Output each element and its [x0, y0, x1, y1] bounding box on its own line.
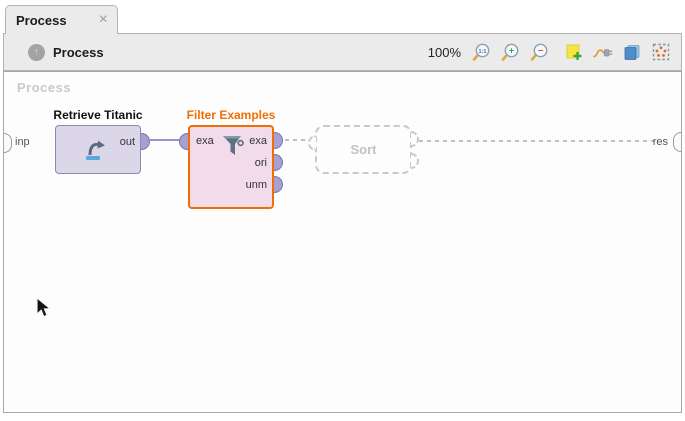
filter-funnel-icon — [219, 131, 247, 164]
canvas-result-port[interactable] — [673, 132, 681, 152]
process-canvas[interactable]: Process inp Retrieve Titanic out Filter … — [3, 71, 682, 413]
svg-text:+: + — [509, 46, 514, 56]
toolbar-actions: 100% 1:1 + − — [428, 42, 671, 62]
navigate-up-icon[interactable]: ↑ — [28, 43, 45, 61]
operator-retrieve-titanic[interactable]: out — [55, 125, 150, 174]
filter-in-port-label: exa — [196, 135, 214, 147]
ghost-sort-out-port-1 — [411, 131, 419, 147]
connection-sort-to-result — [419, 140, 655, 142]
svg-text:−: − — [538, 45, 543, 55]
auto-fit-icon[interactable] — [651, 42, 671, 62]
operator-filter-examples[interactable]: exa exa ori unm — [179, 125, 283, 209]
ghost-operator-sort[interactable]: Sort — [308, 125, 419, 174]
retrieve-icon — [81, 134, 111, 169]
filter-out-port-label-ori: ori — [254, 157, 267, 169]
filter-out-port-exa[interactable] — [274, 132, 283, 149]
operator-title-retrieve-titanic: Retrieve Titanic — [53, 108, 143, 122]
connection-retrieve-to-filter[interactable] — [147, 139, 188, 141]
svg-text:1:1: 1:1 — [479, 49, 487, 55]
filter-out-port-label-unm: unm — [245, 179, 267, 191]
process-toolbar: ↑ Process 100% 1:1 + − — [3, 33, 682, 71]
connection-filter-to-sort — [285, 139, 309, 141]
retrieve-out-port[interactable] — [141, 133, 150, 150]
layers-icon[interactable] — [622, 42, 642, 62]
retrieve-out-port-label: out — [119, 136, 135, 148]
filter-out-port-ori[interactable] — [274, 154, 283, 171]
breadcrumb: ↑ Process — [28, 43, 104, 61]
canvas-result-port-label: res — [652, 136, 668, 148]
zoom-actual-icon[interactable]: 1:1 — [472, 42, 492, 62]
zoom-level-value: 100% — [427, 44, 461, 60]
toolbar-process-label: Process — [53, 44, 104, 60]
canvas-input-port-label: inp — [15, 136, 30, 148]
ghost-sort-title: Sort — [350, 142, 377, 157]
ghost-sort-out-port-2 — [411, 153, 419, 169]
canvas-input-port[interactable] — [4, 133, 12, 153]
filter-out-port-label-exa: exa — [249, 135, 267, 147]
close-icon[interactable]: × — [98, 11, 108, 28]
canvas-watermark: Process — [17, 80, 72, 95]
add-note-icon[interactable] — [564, 42, 584, 62]
operator-title-filter-examples: Filter Examples — [186, 108, 276, 122]
zoom-in-icon[interactable]: + — [501, 42, 521, 62]
filter-in-port-exa[interactable] — [179, 133, 188, 150]
filter-out-port-unm[interactable] — [274, 176, 283, 193]
zoom-out-icon[interactable]: − — [530, 42, 550, 62]
connections-plug-icon[interactable] — [593, 42, 613, 62]
tab-title: Process — [16, 12, 67, 28]
mouse-cursor — [35, 296, 52, 325]
tab-process[interactable]: Process × — [5, 5, 118, 34]
ghost-sort-in-port — [308, 135, 316, 151]
